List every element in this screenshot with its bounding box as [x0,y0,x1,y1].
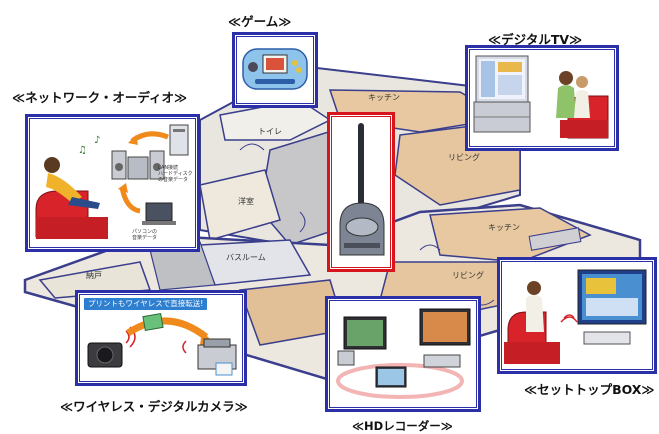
western-room-area [199,169,281,241]
label-network-audio: ≪ネットワーク・オーディオ≫ [12,90,188,105]
label-game: ≪ゲーム≫ [228,14,292,29]
network-audio-illustration: ♪ ♫ [35,124,189,239]
label-digital-tv: ≪デジタルTV≫ [488,32,583,47]
kitchen-counter [528,227,582,251]
wireless-camera-illustration [87,312,237,376]
door-arc [239,143,265,151]
hd-recorder-panel [325,296,481,412]
lan-hdd-note: LAN接続 ハードディスク の音楽データ [158,165,193,183]
room-label-toilet: トイレ [258,127,282,136]
svg-text:♫: ♫ [78,145,87,156]
settop-box-illustration [504,269,647,364]
room-label-kitchen-top: キッチン [368,93,400,102]
hd-recorder-illustration [336,308,471,399]
room-label-living-bottom: リビング [452,271,484,280]
label-hd-recorder: ≪HDレコーダー≫ [352,419,453,433]
network-audio-panel: ♪ ♫ LAN接続 ハードディスク の音楽データ パソコンの 音楽データ [25,114,200,252]
room-label-western-room: 洋室 [238,197,254,206]
digital-tv-illustration [473,55,609,139]
room-label-bathroom: バスルーム [226,253,266,262]
label-settop-box: ≪セットトップBOX≫ [524,382,655,397]
door-arc [299,211,306,233]
game-console-icon [242,48,308,90]
camera-banner: プリントもワイヤレスで直接転送! [84,298,208,310]
svg-text:♪: ♪ [94,135,100,146]
wireless-router-icon [339,123,385,256]
label-wireless-camera: ≪ワイヤレス・デジタルカメラ≫ [60,399,248,414]
wireless-router-panel [327,112,395,272]
game-panel [232,32,318,108]
door-arc [419,244,441,251]
room-label-storage: 納戸 [86,271,102,280]
pc-music-note: パソコンの 音楽データ [132,229,158,241]
wireless-camera-panel: プリントもワイヤレスで直接転送! [75,290,247,386]
room-label-kitchen-mid: キッチン [488,223,520,232]
digital-tv-panel [465,45,619,151]
settop-box-panel [497,257,657,374]
room-label-living-top: リビング [448,153,480,162]
